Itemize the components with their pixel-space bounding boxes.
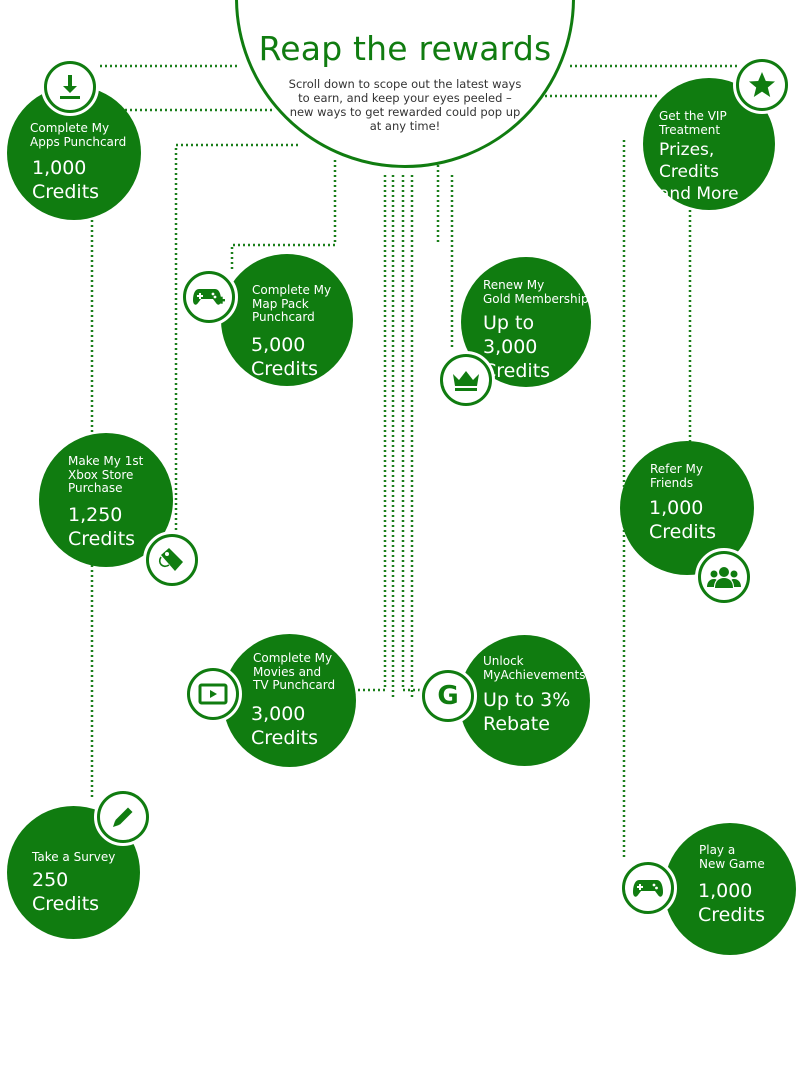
gamerscore-glyph: G xyxy=(425,673,471,719)
reward-value: 250 Credits xyxy=(32,869,100,915)
reward-value: 3,000 Credits xyxy=(251,703,319,749)
reward-value: 1,250 Credits xyxy=(68,504,136,550)
video-icon xyxy=(184,665,242,723)
page-title: Reap the rewards xyxy=(258,29,552,68)
reward-label: Take a Survey xyxy=(32,850,116,864)
star-icon xyxy=(733,56,791,114)
reward-label: Complete My Movies and TV Punchcard xyxy=(253,651,336,692)
reward-value: 1,000 Credits xyxy=(649,497,717,543)
reward-label: Play a New Game xyxy=(699,843,765,871)
reward-label: Refer My Friends xyxy=(650,462,703,490)
reward-value: Prizes, Credits and More xyxy=(659,140,739,204)
reward-label: Get the VIP Treatment xyxy=(659,109,727,137)
reward-label: Unlock MyAchievements xyxy=(483,654,586,682)
reward-play-new-game[interactable]: Play a New Game 1,000 Credits xyxy=(664,823,796,955)
reward-label: Make My 1st Xbox Store Purchase xyxy=(68,454,144,495)
reward-value: 1,000 Credits xyxy=(698,880,766,926)
reward-movies-tv-punchcard[interactable]: Complete My Movies and TV Punchcard 3,00… xyxy=(223,634,356,767)
crown-icon xyxy=(437,351,495,409)
reward-label: Renew My Gold Membership xyxy=(483,278,589,306)
reward-map-pack-punchcard[interactable]: Complete My Map Pack Punchcard 5,000 Cre… xyxy=(221,254,353,386)
people-icon xyxy=(695,548,753,606)
page-subtitle: Scroll down to scope out the latest ways… xyxy=(288,77,522,133)
download-icon xyxy=(41,58,99,116)
reward-value: Up to 3,000 Credits xyxy=(483,312,551,382)
pencil-icon xyxy=(94,788,152,846)
gamerscore-icon: G xyxy=(419,667,477,725)
reward-value: 5,000 Credits xyxy=(251,334,319,380)
reward-unlock-achievements[interactable]: Unlock MyAchievements Up to 3% Rebate xyxy=(459,635,590,766)
reward-value: Up to 3% Rebate xyxy=(483,689,571,735)
controller-icon xyxy=(619,859,677,917)
reward-value: 1,000 Credits xyxy=(32,157,100,203)
tag-icon xyxy=(143,531,201,589)
reward-label: Complete My Map Pack Punchcard xyxy=(252,283,332,324)
controller-plus-icon xyxy=(180,268,238,326)
reward-label: Complete My Apps Punchcard xyxy=(30,121,127,149)
